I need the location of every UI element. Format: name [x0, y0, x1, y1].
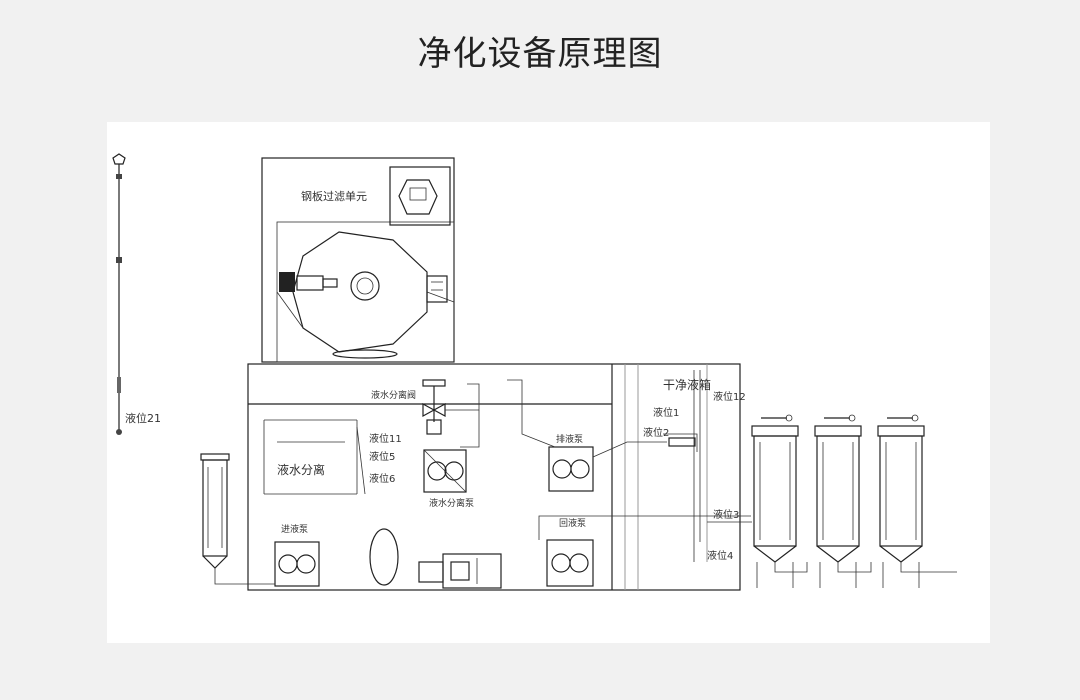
level-label-12: 液位12: [713, 390, 746, 403]
main-tank: [247, 363, 741, 591]
oval-tank: [369, 528, 399, 586]
filter-unit: [261, 157, 455, 363]
bag-filter-1: [751, 414, 799, 588]
level-label-6: 液位6: [369, 472, 395, 485]
separator-box-label: 液水分离: [277, 462, 325, 477]
page-title: 净化设备原理图: [417, 34, 663, 74]
bag-filter-3: [877, 414, 925, 588]
bag-filter-left: [200, 453, 275, 585]
level-label-5: 液位5: [369, 450, 395, 463]
valve-label: 液水分离阀: [371, 389, 416, 401]
pump-label-recovery: 回液泵: [559, 517, 586, 529]
motor: [418, 553, 502, 589]
level-label-4: 液位4: [707, 549, 733, 562]
pump-label-feed: 进液泵: [281, 523, 308, 535]
separator-pump: [423, 449, 467, 493]
feed-pump: [274, 541, 320, 587]
pump-label-drain: 排液泵: [556, 433, 583, 445]
separator-valve: [422, 379, 480, 448]
process-diagram: 液位21 钢板过滤单元 液水分离: [112, 153, 957, 591]
level-label-2: 液位2: [643, 426, 669, 439]
level-label-11: 液位11: [369, 432, 402, 445]
level-label-3: 液位3: [713, 508, 739, 521]
level-label-21: 液位21: [125, 411, 161, 425]
diagram-panel: 液位21 钢板过滤单元 液水分离: [107, 122, 990, 643]
filter-unit-label: 钢板过滤单元: [301, 189, 367, 203]
level-label-1: 液位1: [653, 406, 679, 419]
recovery-pump: [538, 515, 751, 587]
pump-label-separator: 液水分离泵: [429, 497, 474, 509]
level-sensor-lines: [663, 370, 701, 562]
clean-tank-label: 干净液箱: [663, 377, 711, 392]
level-probe-21: [112, 153, 126, 435]
outlet-pipes: [707, 521, 957, 573]
drain-pump: [507, 379, 667, 492]
